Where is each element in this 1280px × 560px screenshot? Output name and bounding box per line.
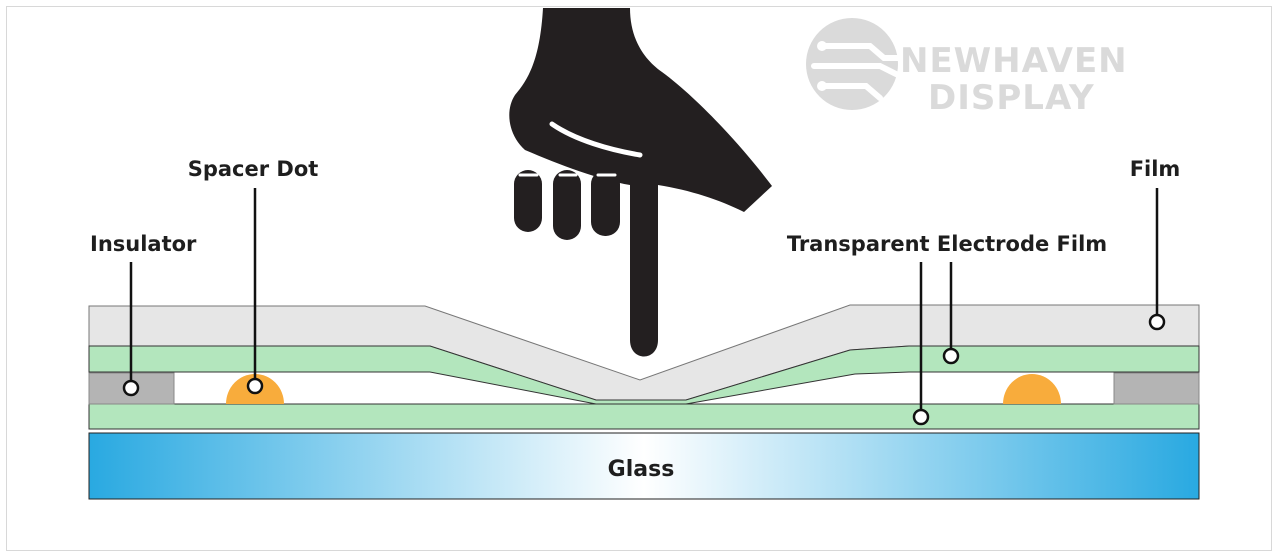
callout-dot-icon bbox=[912, 408, 930, 426]
callout-dot-icon bbox=[942, 347, 960, 365]
logo-line2: DISPLAY bbox=[928, 78, 1095, 118]
callout-dot-icon bbox=[1148, 313, 1166, 331]
film-label: Film bbox=[1130, 157, 1181, 181]
bottom-electrode-film bbox=[88, 403, 1200, 430]
callout-dot-icon bbox=[122, 379, 140, 397]
callout-dot-icon bbox=[246, 377, 264, 395]
spacer-dot-right bbox=[1003, 374, 1061, 404]
spacer-dot-label: Spacer Dot bbox=[188, 157, 319, 181]
newhaven-logo: NEWHAVEN DISPLAY bbox=[806, 18, 1128, 118]
pointing-finger-icon bbox=[509, 8, 772, 357]
circuit-logo-icon bbox=[806, 18, 903, 110]
callout-lines bbox=[129, 188, 1159, 410]
glass-label: Glass bbox=[608, 457, 675, 482]
logo-line1: NEWHAVEN bbox=[900, 41, 1128, 81]
glass-layer bbox=[88, 432, 1200, 500]
transparent-electrode-film-label: Transparent Electrode Film bbox=[787, 232, 1107, 256]
insulator-label: Insulator bbox=[90, 232, 197, 256]
insulator-right bbox=[1113, 372, 1200, 405]
